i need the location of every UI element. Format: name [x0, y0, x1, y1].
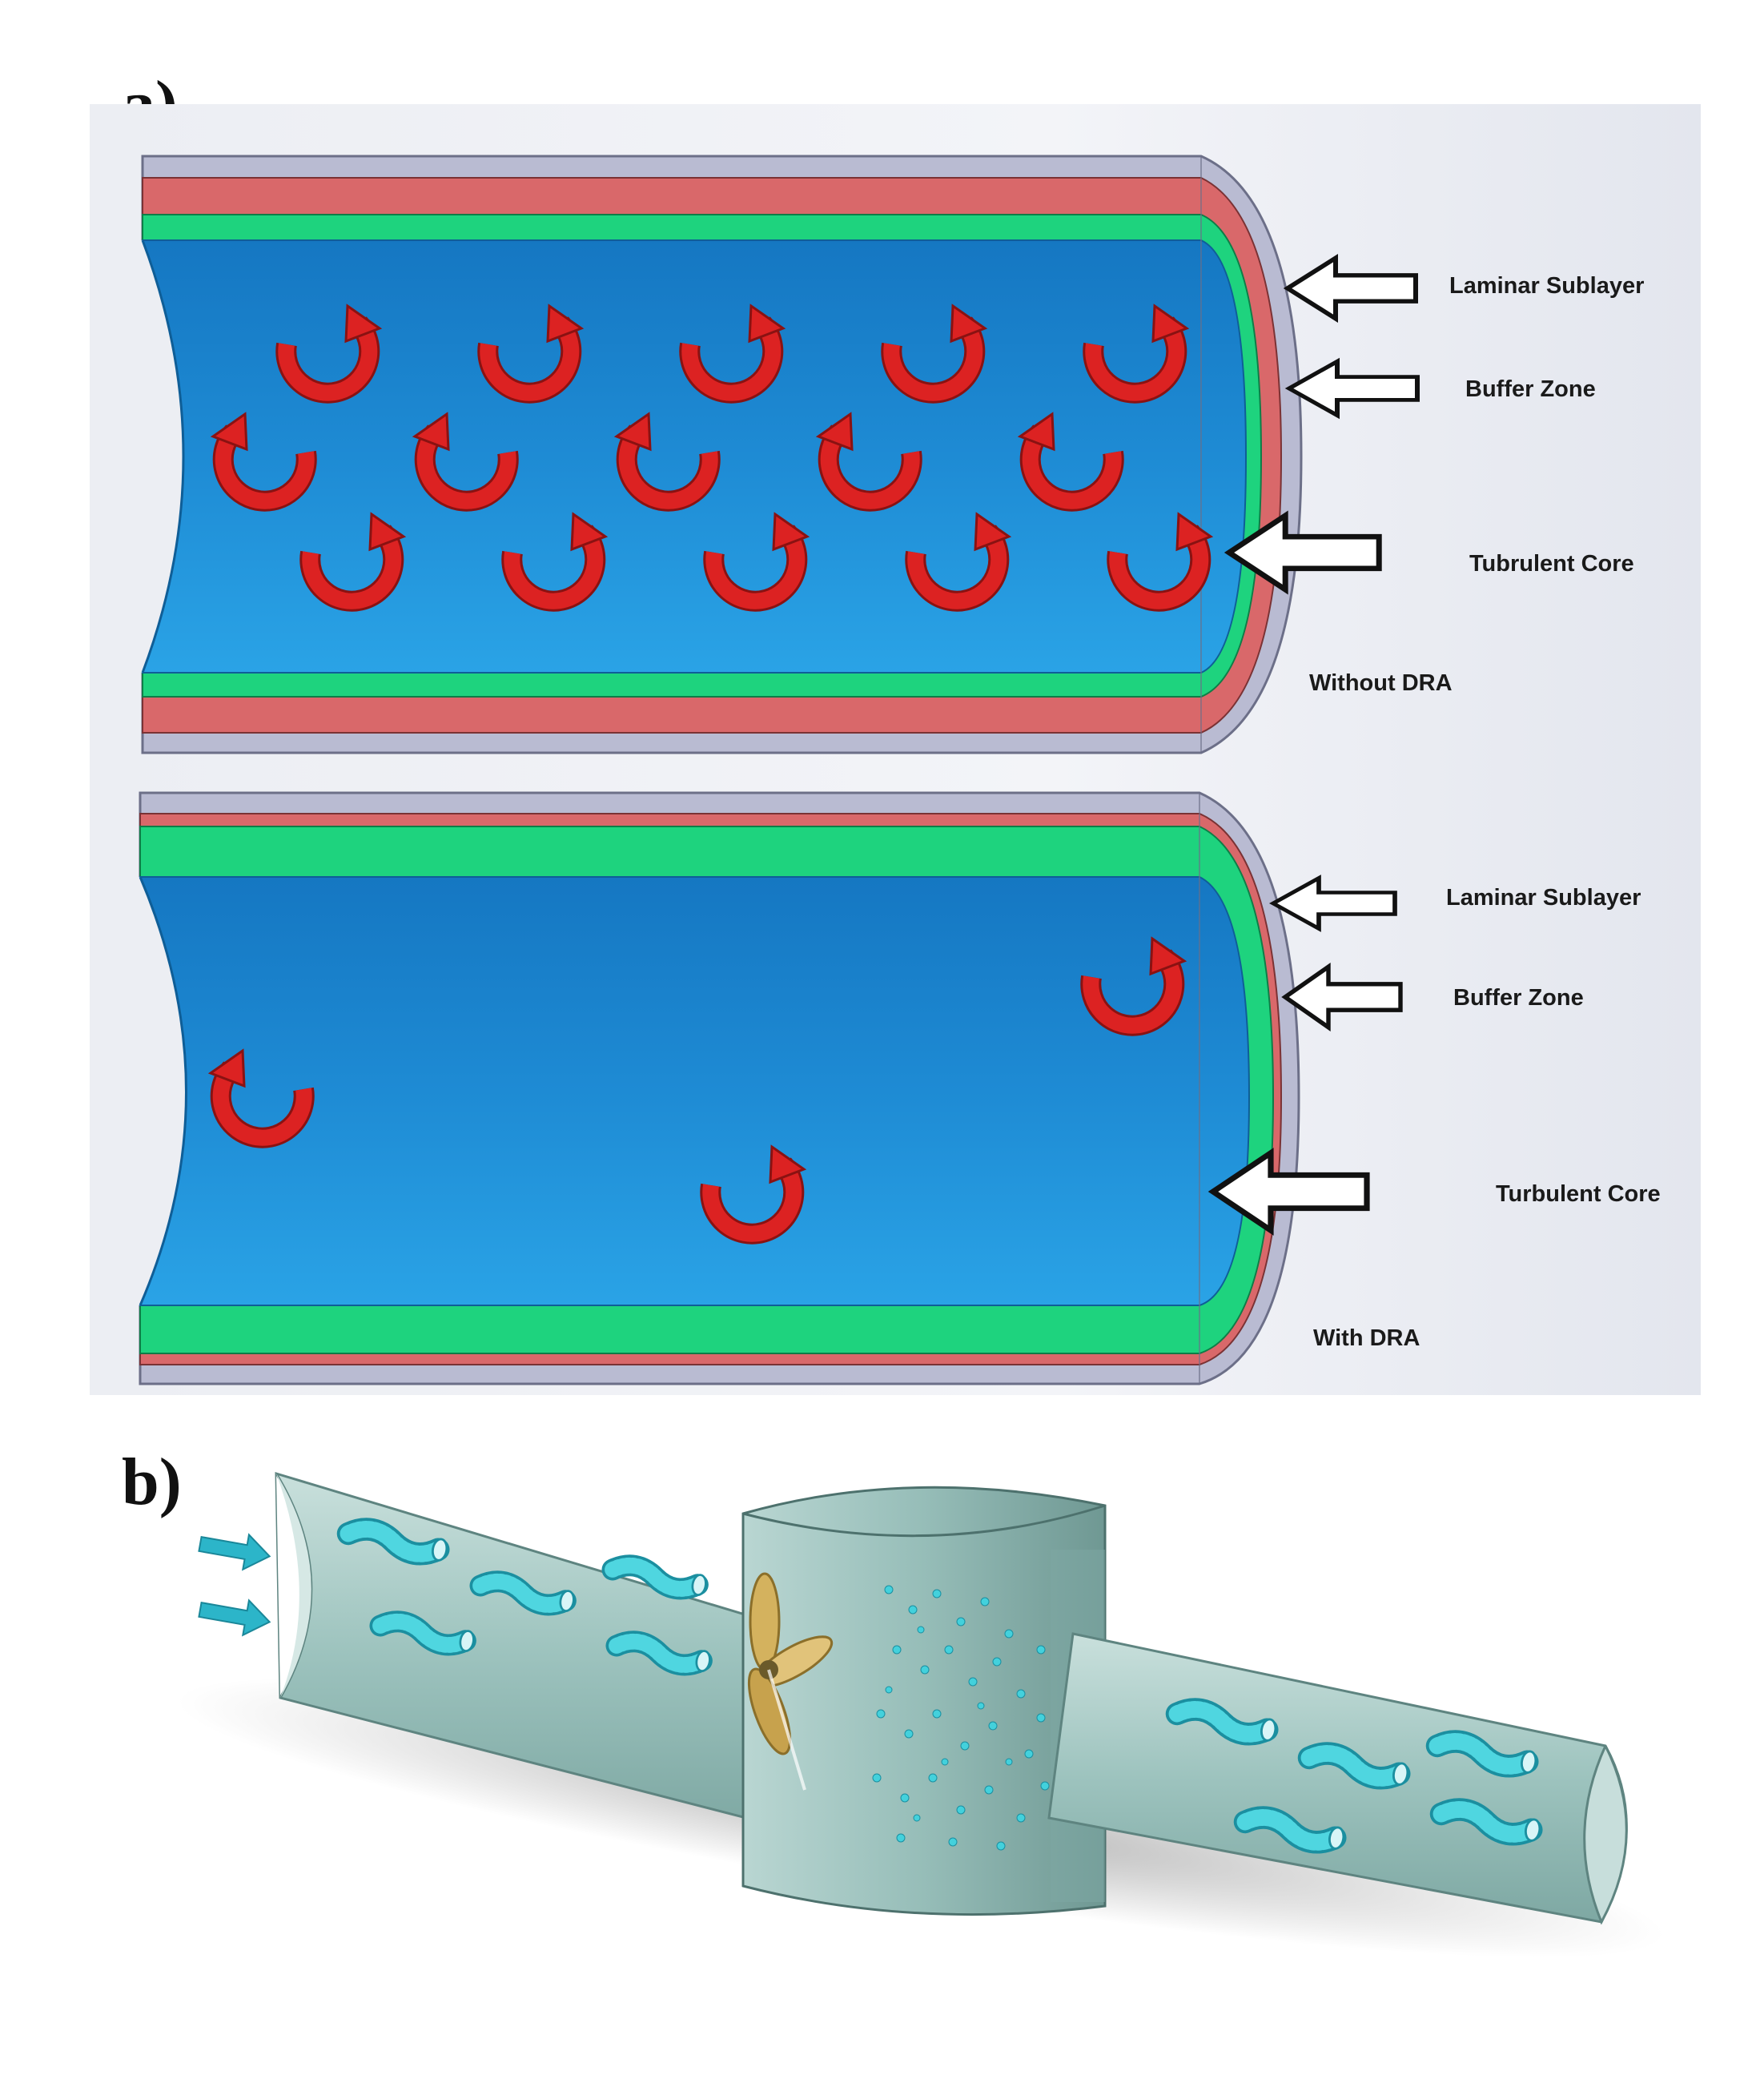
condition-without-dra: Without DRA [1309, 670, 1453, 696]
panel-b-illustration [177, 1471, 1665, 1958]
label-turbulent-core-1: Tubrulent Core [1469, 551, 1634, 577]
label-buffer-zone-2: Buffer Zone [1453, 985, 1584, 1011]
panel-b-label: b) [122, 1445, 182, 1519]
label-turbulent-core-2: Turbulent Core [1496, 1181, 1661, 1207]
pipe-with-dra [90, 791, 1300, 1385]
condition-with-dra: With DRA [1313, 1325, 1420, 1351]
label-buffer-zone-1: Buffer Zone [1465, 376, 1596, 402]
label-laminar-sublayer-2: Laminar Sublayer [1446, 885, 1641, 911]
label-laminar-sublayer-1: Laminar Sublayer [1449, 273, 1644, 299]
